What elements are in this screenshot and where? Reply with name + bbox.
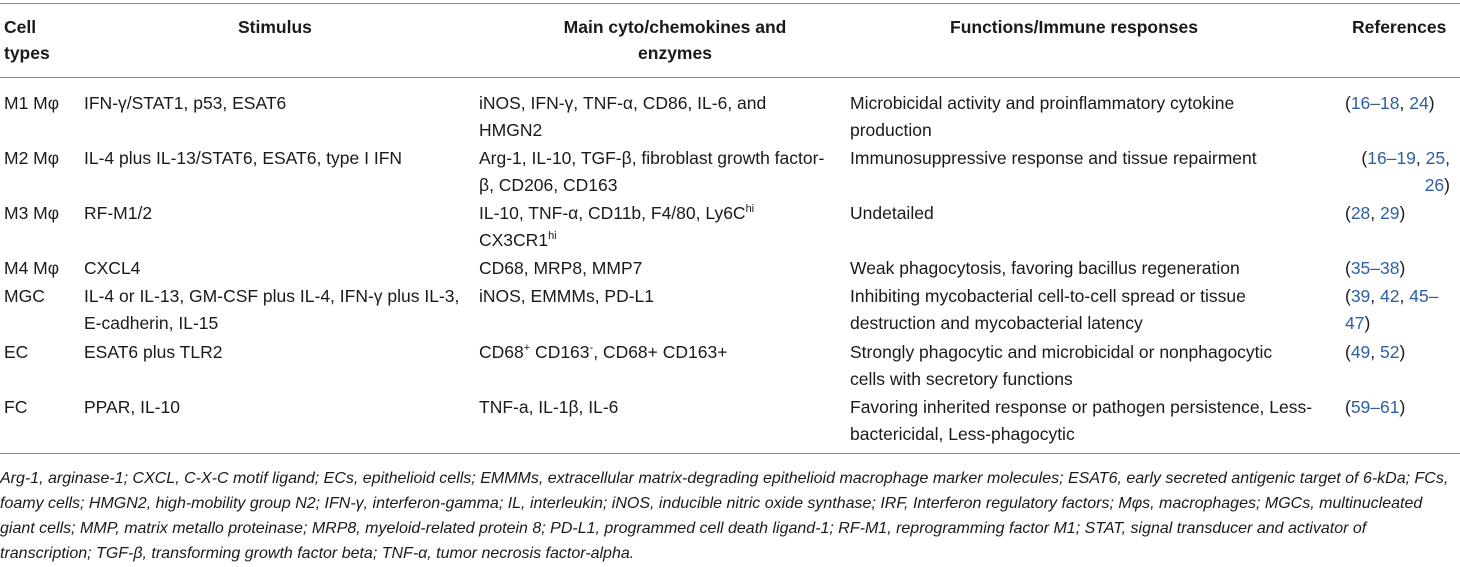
row-cell-type: M1 Mφ xyxy=(4,93,60,113)
row-references: (39, 42, 45–47) xyxy=(1345,286,1439,333)
citation-link[interactable]: 29 xyxy=(1380,203,1400,223)
citation-link[interactable]: 35–38 xyxy=(1350,258,1400,278)
row-cell-type: M3 Mφ xyxy=(4,203,60,223)
header-cell-types: Cell types xyxy=(4,17,50,63)
header-references: References xyxy=(1352,17,1447,37)
row-main: TNF-a, IL-1β, IL-6 xyxy=(479,397,619,417)
table-footnote: Arg-1, arginase-1; CXCL, C-X-C motif lig… xyxy=(0,470,1449,562)
citation-link[interactable]: 26 xyxy=(1424,175,1445,195)
row-stimulus: IFN-γ/STAT1, p53, ESAT6 xyxy=(84,93,287,113)
row-stimulus: PPAR, IL-10 xyxy=(84,397,180,417)
row-references: (16–18, 24) xyxy=(1345,93,1435,113)
citation-link[interactable]: 59–61 xyxy=(1350,397,1400,417)
row-functions: Immunosuppressive response and tissue re… xyxy=(850,148,1257,168)
row-functions: Undetailed xyxy=(850,203,934,223)
table-bottom-rule xyxy=(0,453,1460,454)
row-functions: Favoring inherited response or pathogen … xyxy=(850,397,1313,444)
row-references: (59–61) xyxy=(1345,397,1406,417)
row-cell-type: FC xyxy=(4,397,28,417)
row-stimulus: CXCL4 xyxy=(84,258,141,278)
row-references: (28, 29) xyxy=(1345,203,1406,223)
row-cell-type: MGC xyxy=(4,286,45,306)
row-main: CD68, MRP8, MMP7 xyxy=(479,258,643,278)
row-references: (35–38) xyxy=(1345,258,1406,278)
citation-link[interactable]: 45–47 xyxy=(1345,286,1439,333)
table-top-rule xyxy=(0,3,1460,4)
row-cell-type: M2 Mφ xyxy=(4,148,60,168)
header-bottom-rule xyxy=(0,77,1460,78)
row-stimulus: IL-4 plus IL-13/STAT6, ESAT6, type I IFN xyxy=(84,148,403,168)
citation-link[interactable]: 25 xyxy=(1425,148,1446,168)
row-functions: Microbicidal activity and proinflammator… xyxy=(850,93,1235,140)
citation-link[interactable]: 39 xyxy=(1350,286,1371,306)
header-stimulus: Stimulus xyxy=(238,17,312,37)
row-stimulus: RF-M1/2 xyxy=(84,203,153,223)
row-main: Arg-1, IL-10, TGF-β, fibroblast growth f… xyxy=(479,148,825,195)
citation-link[interactable]: 42 xyxy=(1380,286,1400,306)
row-functions: Strongly phagocytic and microbicidal or … xyxy=(850,342,1273,389)
citation-link[interactable]: 28 xyxy=(1350,203,1371,223)
row-cell-type: EC xyxy=(4,342,29,362)
row-functions: Weak phagocytosis, favoring bacillus reg… xyxy=(850,258,1240,278)
citation-link[interactable]: 16–19 xyxy=(1367,148,1416,168)
row-functions: Inhibiting mycobacterial cell-to-cell sp… xyxy=(850,286,1246,333)
row-references: (49, 52) xyxy=(1345,342,1406,362)
row-main: iNOS, EMMMs, PD-L1 xyxy=(479,286,655,306)
citation-link[interactable]: 16–18 xyxy=(1350,93,1400,113)
row-cell-type: M4 Mφ xyxy=(4,258,60,278)
row-main: iNOS, IFN-γ, TNF-α, CD86, IL-6, and HMGN… xyxy=(479,93,767,140)
row-references: (16–19, 25, 26) xyxy=(1361,148,1450,195)
header-functions: Functions/Immune responses xyxy=(950,17,1198,37)
citation-link[interactable]: 24 xyxy=(1409,93,1429,113)
row-main: CD68+ CD163-, CD68+ CD163+ xyxy=(479,342,728,362)
citation-link[interactable]: 49 xyxy=(1350,342,1371,362)
header-main: Main cyto/chemokines and enzymes xyxy=(563,17,787,63)
row-stimulus: ESAT6 plus TLR2 xyxy=(84,342,223,362)
row-stimulus: IL-4 or IL-13, GM-CSF plus IL-4, IFN-γ p… xyxy=(84,286,460,333)
citation-link[interactable]: 52 xyxy=(1380,342,1400,362)
